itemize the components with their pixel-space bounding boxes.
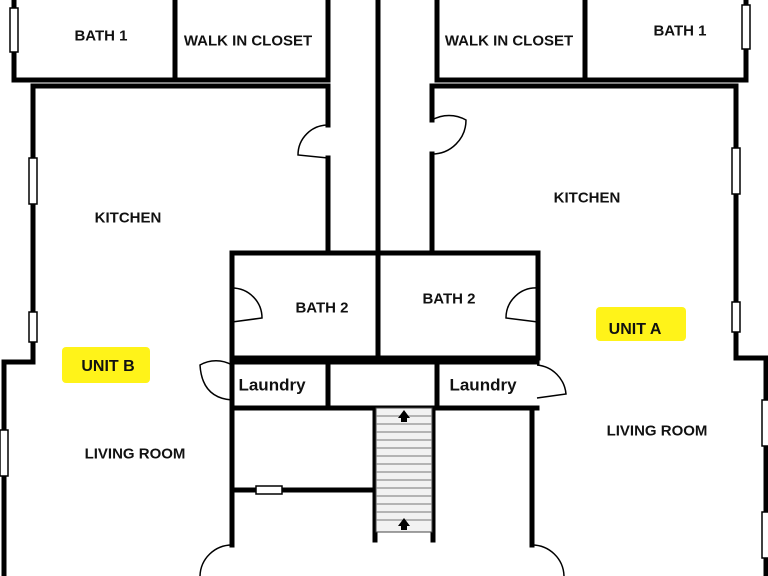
room-label-closet-right: WALK IN CLOSET [444,32,574,50]
window-icon [28,311,38,343]
room-label-bath2-right: BATH 2 [422,290,476,308]
bath2-block-walls [229,250,541,361]
window-icon [255,485,283,495]
staircase-icon [375,407,433,533]
window-icon [731,147,741,195]
door-swing-icon [536,364,567,399]
room-label-bath1-right: BATH 1 [653,22,707,40]
window-icon [9,7,19,53]
room-label-bath1-left: BATH 1 [74,27,128,45]
room-label-laundry-left: Laundry [238,375,306,395]
room-label-living-right: LIVING ROOM [606,422,708,440]
bath1-right-walls [582,0,749,83]
unit-label-a: UNIT A [608,321,662,338]
door-swing-icon [531,544,565,576]
window-icon [28,157,38,205]
door-swing-icon [297,124,329,159]
closet-left-walls [172,0,331,83]
room-label-bath2-left: BATH 2 [295,299,349,317]
window-icon [0,429,9,477]
room-label-kitchen-right: KITCHEN [553,189,621,207]
unit-a-highlight [596,307,686,341]
room-label-closet-left: WALK IN CLOSET [183,32,313,50]
room-label-laundry-right: Laundry [449,375,517,395]
room-label-kitchen-left: KITCHEN [94,209,162,227]
door-swing-icon [199,359,233,401]
window-icon [731,301,741,333]
room-label-living-left: LIVING ROOM [84,445,186,463]
window-icon [741,4,751,50]
closet-right-walls [434,0,588,83]
unit-b-highlight [62,347,150,383]
door-swing-icon [505,287,539,323]
door-swing-icon [431,114,467,155]
window-icon [761,399,768,447]
door-swing-icon [231,287,263,323]
unit-label-b: UNIT B [81,358,135,375]
window-icon [761,511,768,559]
door-swing-icon [199,544,233,576]
unit-a-outer-wall [733,83,768,576]
